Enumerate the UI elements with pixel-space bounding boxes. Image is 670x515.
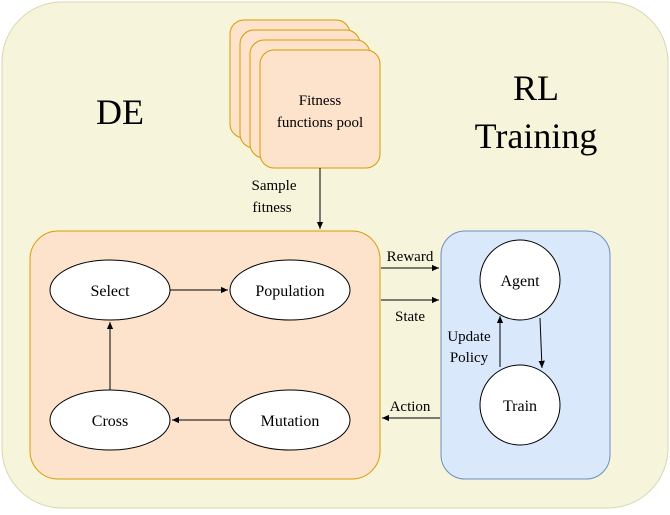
pool-label-line1: Fitness (299, 93, 342, 109)
sample-label-line2: fitness (252, 200, 291, 216)
pool-card-front (259, 49, 381, 169)
rl-label-line2: Training (475, 116, 598, 156)
agent-label: Agent (500, 273, 540, 290)
select-label: Select (90, 283, 130, 300)
cross-label: Cross (92, 413, 128, 430)
action-label: Action (390, 399, 431, 415)
rl-label-line1: RL (513, 68, 559, 108)
cross-node: Cross (49, 389, 171, 451)
de-label: DE (96, 92, 144, 132)
agent-node: Agent (479, 239, 561, 321)
update-policy-line1: Update (447, 329, 491, 345)
select-node: Select (49, 259, 171, 321)
state-label: State (395, 309, 425, 325)
train-label: Train (503, 398, 537, 415)
mutation-label: Mutation (261, 413, 320, 430)
reward-label: Reward (387, 249, 434, 265)
pool-label-line2: functions pool (277, 115, 363, 131)
train-node: Train (479, 364, 561, 446)
population-label: Population (255, 283, 324, 300)
update-policy-line2: Policy (450, 350, 489, 366)
population-node: Population (229, 259, 351, 321)
sample-label-line1: Sample (252, 178, 297, 194)
fitness-functions-pool: Fitness functions pool (229, 19, 381, 169)
agent-to-train-arrow (538, 317, 545, 369)
mutation-node: Mutation (229, 389, 351, 451)
